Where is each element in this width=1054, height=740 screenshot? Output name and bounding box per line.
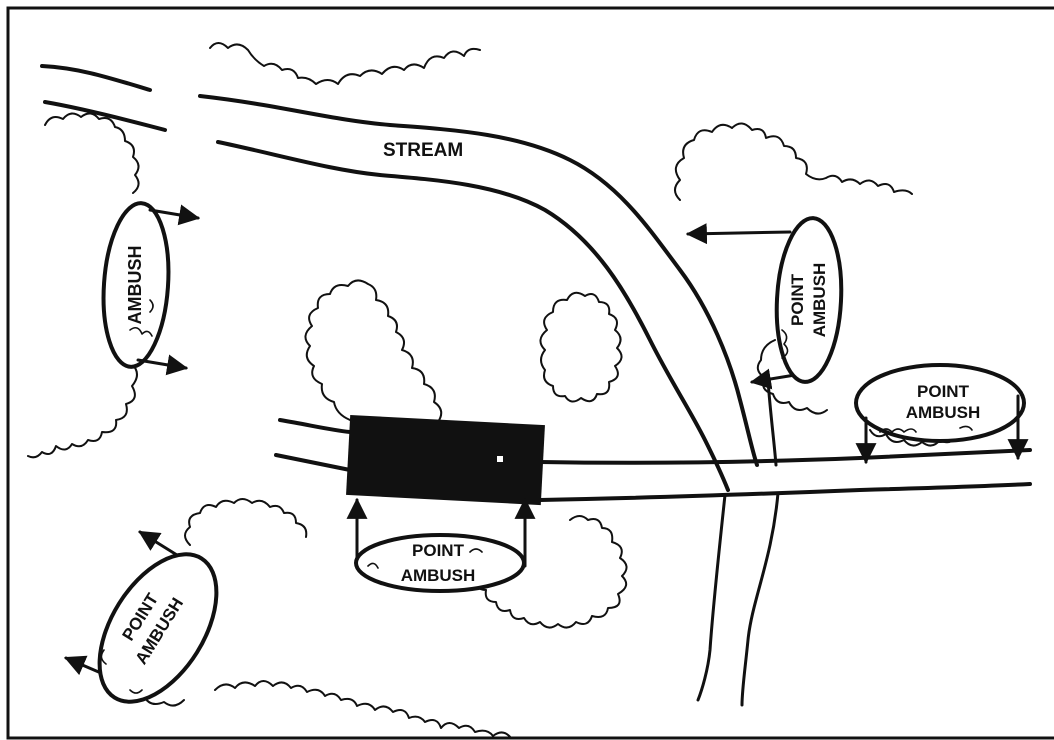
road xyxy=(274,414,1032,506)
ambush-left-ellipse xyxy=(101,201,171,369)
ambush-right-horizontal-label-1: POINT xyxy=(917,382,970,401)
road-edge-bottom xyxy=(274,453,1032,502)
vegetation-top-right xyxy=(674,122,913,201)
stream-bank-top-left-2 xyxy=(43,100,167,132)
ambush-bottom-left: POINT AMBUSH xyxy=(64,530,219,704)
ambush-right-vertical-label-2: AMBUSH xyxy=(810,263,829,338)
stream-channel-right xyxy=(740,491,780,707)
ambush-right-vertical-ellipse xyxy=(774,216,844,384)
road-edge-top xyxy=(278,418,1032,465)
ambush-right-vertical-squiggle xyxy=(781,329,789,359)
diagram-border xyxy=(6,6,1054,740)
ambush-bottom-center-label-1: POINT xyxy=(412,541,465,560)
ambush-left-arrow-bottom xyxy=(136,354,189,376)
vegetation-bottom xyxy=(184,498,628,629)
ambush-left-label: AMBUSH xyxy=(125,246,145,325)
vegetation-top-left xyxy=(44,112,140,194)
ambush-left-squiggle xyxy=(129,299,154,337)
ambush-left: AMBUSH xyxy=(101,201,201,376)
vegetation-bottom-lower xyxy=(214,680,512,739)
ambush-bottom-center: POINT AMBUSH xyxy=(346,497,536,593)
ambush-bottom-center-squiggle xyxy=(367,548,483,569)
ambush-bottom-left-ellipse xyxy=(97,552,219,704)
stream-bank-inner xyxy=(216,140,730,492)
stream-bank-top-left-1 xyxy=(40,64,152,92)
ambush-left-arrow-top xyxy=(148,204,201,226)
stream-channel-left xyxy=(696,493,727,702)
stream-bank-outer xyxy=(198,94,759,467)
ambush-right-horizontal-label-2: AMBUSH xyxy=(906,403,981,422)
vegetation-left-edge xyxy=(27,339,138,459)
ambush-right-horizontal-ellipse xyxy=(854,363,1026,443)
vegetation-center-right xyxy=(539,291,623,403)
ambush-right-vertical-arrow-bottom xyxy=(749,368,797,390)
stream-label: STREAM xyxy=(383,140,463,161)
ambush-right-horizontal: POINT AMBUSH xyxy=(854,363,1029,465)
vegetation-center xyxy=(304,279,444,441)
ambush-right-vertical-arrow-top xyxy=(685,223,792,245)
ambush-right-vertical: POINT AMBUSH xyxy=(685,216,844,390)
bridge-highlight xyxy=(497,456,503,462)
ambush-bottom-center-ellipse xyxy=(354,533,526,593)
vegetation-right-lower xyxy=(756,339,828,415)
stream: STREAM xyxy=(40,64,780,707)
ambush-right-horizontal-squiggle xyxy=(879,425,973,433)
ambush-bottom-left-squiggle xyxy=(100,649,143,694)
bridge xyxy=(346,414,545,506)
ambush-bottom-center-label-2: AMBUSH xyxy=(401,566,476,585)
ambush-right-vertical-label-1: POINT xyxy=(788,273,807,326)
vegetation-top-center xyxy=(209,42,481,85)
